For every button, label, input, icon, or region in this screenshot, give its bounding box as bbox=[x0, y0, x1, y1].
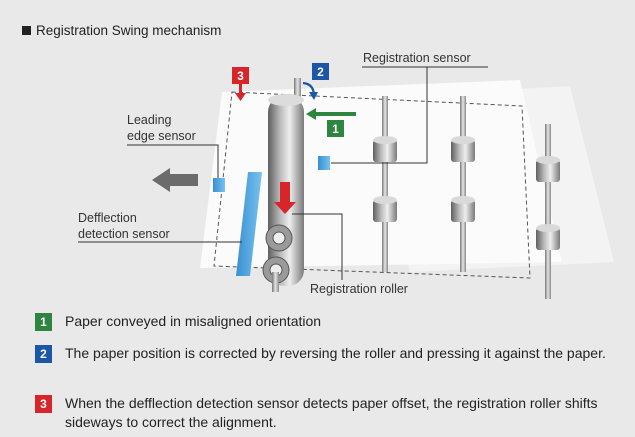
marker-1-label: 1 bbox=[332, 122, 339, 136]
paper-direction-arrow-icon bbox=[152, 168, 198, 192]
registration-sensor-leader bbox=[331, 67, 428, 164]
leading-edge-sensor-label-line1: Leading bbox=[127, 113, 172, 127]
step-1-text: Paper conveyed in misaligned orientation bbox=[65, 313, 322, 329]
paper-outline-dashed bbox=[213, 91, 531, 279]
deflection-sensor-label-line1: Defflection bbox=[78, 211, 137, 225]
deflection-detection-sensor-icon bbox=[236, 172, 262, 276]
step-2-badge: 2 bbox=[35, 345, 52, 363]
marker-2: 2 bbox=[312, 63, 329, 80]
step-1: 1 Paper conveyed in misaligned orientati… bbox=[35, 312, 321, 331]
step-2-text: The paper position is corrected by rever… bbox=[65, 345, 606, 361]
leading-edge-sensor-icon bbox=[213, 178, 225, 192]
step-3: 3 When the defflection detection sensor … bbox=[35, 394, 625, 432]
leading-edge-sensor-leader bbox=[127, 144, 219, 178]
diagram-title: Registration Swing mechanism bbox=[22, 23, 221, 38]
registration-sensor-icon bbox=[318, 156, 330, 170]
step-3-badge: 3 bbox=[35, 395, 52, 413]
diagram-title-text: Registration Swing mechanism bbox=[36, 23, 222, 38]
step3-arrow-icon bbox=[235, 84, 246, 101]
mechanism-diagram: 3 2 1 Registration sensor Leading edge s… bbox=[78, 51, 562, 299]
step-1-badge: 1 bbox=[35, 313, 52, 331]
step-2: 2 The paper position is corrected by rev… bbox=[35, 344, 606, 363]
leading-edge-sensor-label-line2: edge sensor bbox=[127, 129, 196, 143]
conveyance-rollers bbox=[373, 96, 560, 299]
step-3-text: When the defflection detection sensor de… bbox=[65, 395, 598, 430]
marker-1: 1 bbox=[327, 120, 344, 137]
marker-3: 3 bbox=[232, 67, 249, 84]
marker-3-label: 3 bbox=[237, 69, 244, 83]
step1-arrow-icon bbox=[306, 108, 356, 120]
marker-2-label: 2 bbox=[317, 65, 324, 79]
deflection-sensor-label-line2: detection sensor bbox=[78, 227, 170, 241]
registration-roller-label: Registration roller bbox=[310, 282, 408, 296]
registration-sensor-label: Registration sensor bbox=[363, 51, 471, 65]
title-square-icon bbox=[22, 26, 31, 35]
roller-shift-arrow-icon bbox=[274, 182, 296, 214]
registration-roller-leader bbox=[292, 213, 343, 280]
